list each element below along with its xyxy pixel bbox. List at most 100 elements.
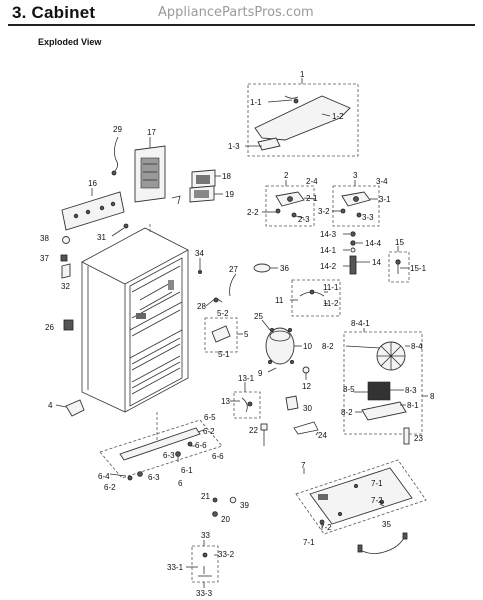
part-35-power-cord — [357, 532, 408, 554]
callout-37: 37 — [40, 254, 49, 263]
part-11-assembly — [290, 279, 341, 317]
part-23-pipe — [403, 427, 410, 445]
header-rule — [8, 24, 475, 26]
callout-7-2a: 7-2 — [371, 496, 383, 505]
callout-2-2: 2-2 — [247, 208, 259, 217]
callout-21: 21 — [201, 492, 210, 501]
section-title: 3. Cabinet — [12, 3, 96, 22]
callout-14-4: 14-4 — [365, 239, 382, 248]
part-32-bracket — [61, 263, 71, 279]
callout-3-4: 3-4 — [376, 177, 388, 186]
callout-6: 6 — [178, 479, 183, 488]
callout-13: 13 — [221, 397, 230, 406]
part-22-tube — [260, 423, 268, 446]
part-3-hinge — [332, 180, 380, 227]
callout-15-1: 15-1 — [410, 264, 427, 273]
part-15-sensor — [388, 246, 410, 283]
callout-36: 36 — [280, 264, 289, 273]
callout-6-6b: 6-6 — [212, 452, 224, 461]
part-21-screw — [212, 497, 218, 503]
callout-28: 28 — [197, 302, 206, 311]
callout-6-4: 6-4 — [98, 472, 110, 481]
callout-2: 2 — [284, 171, 289, 180]
callout-33-3: 33-3 — [196, 589, 213, 598]
callout-7-1a: 7-1 — [371, 479, 383, 488]
part-27-tube — [229, 273, 237, 297]
callout-6-3b: 6-3 — [148, 473, 160, 482]
part-19-pcb — [189, 185, 223, 203]
callout-5: 5 — [244, 330, 249, 339]
part-5-bracket — [204, 317, 243, 353]
main-cabinet-body — [81, 222, 189, 440]
part-34-pin — [197, 258, 202, 274]
callout-39: 39 — [240, 501, 249, 510]
callout-11: 11 — [275, 296, 284, 305]
callout-6-2a: 6-2 — [203, 427, 215, 436]
part-8-condenser — [343, 328, 428, 435]
callout-22: 22 — [249, 426, 258, 435]
callout-7: 7 — [301, 461, 306, 470]
part-37-clip — [60, 254, 68, 262]
callout-38: 38 — [40, 234, 49, 243]
callout-6-1: 6-1 — [181, 466, 193, 475]
callout-24: 24 — [318, 431, 327, 440]
callout-33-2: 33-2 — [218, 550, 235, 559]
callout-34: 34 — [195, 249, 204, 258]
callout-15: 15 — [395, 238, 404, 247]
callout-8: 8 — [430, 392, 435, 401]
callout-29: 29 — [113, 125, 122, 134]
diagram-subtitle: Exploded View — [38, 37, 102, 47]
callout-2-3: 2-3 — [298, 215, 310, 224]
callout-14-2: 14-2 — [320, 262, 337, 271]
part-30-relay — [285, 395, 299, 411]
callout-33: 33 — [201, 531, 210, 540]
callout-3: 3 — [353, 171, 358, 180]
callout-2-1: 2-1 — [306, 194, 318, 203]
part-bracket — [171, 195, 181, 205]
callout-33-1: 33-1 — [167, 563, 184, 572]
part-24-clip — [293, 421, 319, 436]
callout-8-5: 8-5 — [343, 385, 355, 394]
part-20-screw — [212, 511, 218, 517]
callout-17: 17 — [147, 128, 156, 137]
part-13-harness — [230, 382, 261, 419]
part-18-pcb — [191, 169, 221, 189]
callout-25: 25 — [254, 312, 263, 321]
callout-8-4: 8-4 — [411, 342, 423, 351]
page-header: 3. Cabinet AppliancePartsPros.com — [0, 0, 483, 30]
part-38-cap — [62, 236, 70, 244]
callout-3-3: 3-3 — [362, 213, 374, 222]
part-7-base-plate — [295, 459, 427, 535]
callout-1-1: 1-1 — [250, 98, 262, 107]
callout-3-2: 3-2 — [318, 207, 330, 216]
callout-3-1: 3-1 — [379, 195, 391, 204]
callout-11-1: 11-1 — [323, 283, 339, 292]
callout-27: 27 — [229, 265, 238, 274]
callout-19: 19 — [225, 190, 234, 199]
callout-1: 1 — [300, 70, 305, 79]
part-6-base-rail — [99, 419, 223, 481]
part-16-back-panel — [61, 188, 125, 231]
callout-26: 26 — [45, 323, 54, 332]
callout-16: 16 — [88, 179, 97, 188]
part-26-switch — [63, 319, 74, 331]
callout-5-2: 5-2 — [217, 309, 229, 318]
part-10-compressor — [261, 319, 302, 373]
callout-23: 23 — [414, 434, 423, 443]
part-17-pcb-cover — [134, 137, 166, 203]
part-33-assembly — [186, 540, 219, 588]
callout-8-1: 8-1 — [407, 401, 419, 410]
callout-11-2: 11-2 — [323, 299, 339, 308]
callout-14-1: 14-1 — [320, 246, 337, 255]
callout-4: 4 — [48, 401, 53, 410]
callout-8-2a: 8-2 — [322, 342, 334, 351]
callout-8-4-1: 8-4-1 — [351, 319, 370, 328]
callout-10: 10 — [303, 342, 312, 351]
callout-31: 31 — [97, 233, 106, 242]
callout-6-6a: 6-6 — [195, 441, 207, 450]
callout-1-3: 1-3 — [228, 142, 240, 151]
callout-18: 18 — [222, 172, 231, 181]
watermark: AppliancePartsPros.com — [158, 5, 314, 20]
callout-6-5: 6-5 — [204, 413, 216, 422]
callout-12: 12 — [302, 382, 311, 391]
